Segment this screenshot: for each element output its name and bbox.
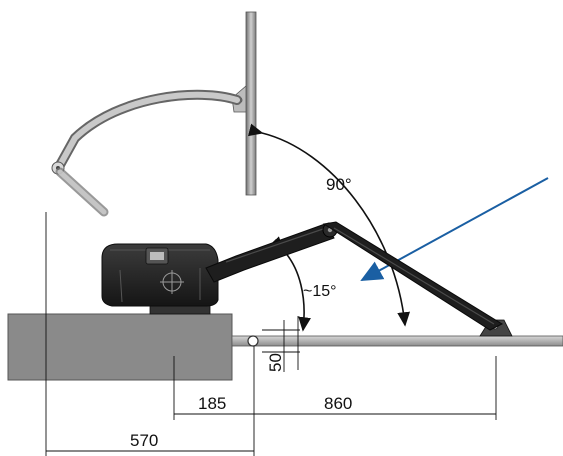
angle-label-open: 90° [326,175,352,194]
gate-leaf-open [245,11,257,196]
operator-body [101,243,219,307]
swing-arc-90 [248,123,411,327]
operator-unit [101,243,219,315]
pillar [7,313,233,381]
closed-position-arm [205,221,504,331]
swing-arc-15 [269,236,311,332]
gate-leaf-closed [231,335,563,347]
angle-label-closed: ~15° [303,283,337,300]
upper-arm [205,223,335,283]
dimension-lines [45,212,497,456]
dimension-unit-total: 570 [130,431,158,450]
dimension-offset: 50 [266,353,285,372]
open-position-gate [51,11,257,217]
gate-hinge [247,335,259,347]
dimension-hinge-to-unit: 185 [198,394,226,413]
dimension-arm-reach: 860 [324,394,352,413]
